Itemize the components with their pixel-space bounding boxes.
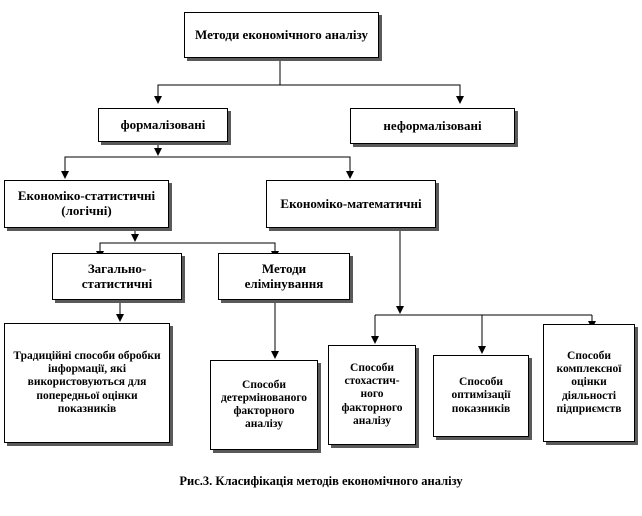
optimization-label: Способи оптимізації показників — [451, 376, 511, 415]
elimination-label: Методи елімінування — [244, 260, 324, 291]
arrow-econstat-general — [96, 242, 135, 259]
econ-stat-box: Економіко-статистичні (логічні) — [4, 180, 169, 228]
figure-caption: Рис.3. Класифікація методів економічного… — [179, 474, 463, 488]
root-label: Методи економічного аналізу — [195, 26, 368, 42]
traditional-label: Традиційні способи обробки інформації, я… — [13, 349, 161, 415]
optimization-box: Способи оптимізації показників — [433, 355, 529, 437]
arrow-formalized-econmath — [158, 156, 354, 179]
deterministic-label: Способи детермінованого факторного аналі… — [220, 378, 308, 431]
complex-label: Способи комплексної оцінки діяльності пі… — [556, 349, 622, 415]
stochastic-label: Способи стохастич-ного факторного аналіз… — [341, 361, 403, 427]
root-box: Методи економічного аналізу — [184, 12, 379, 58]
complex-box: Способи комплексної оцінки діяльності пі… — [543, 324, 635, 442]
formalized-label: формалізовані — [120, 116, 206, 132]
econ-math-box: Економіко-математичні — [266, 180, 436, 228]
arrow-root-nonformalized — [280, 84, 464, 104]
nonformalized-label: неформалізовані — [383, 117, 482, 133]
traditional-box: Традиційні способи обробки інформації, я… — [4, 323, 170, 443]
formalized-box: формалізовані — [98, 108, 228, 142]
econ-math-label: Економіко-математичні — [280, 195, 422, 211]
deterministic-box: Способи детермінованого факторного аналі… — [210, 360, 318, 450]
arrow-econstat-elimination — [135, 242, 279, 259]
econ-stat-label: Економіко-статистичні (логічні) — [17, 188, 156, 218]
general-stat-box: Загально-статистичні — [52, 253, 182, 300]
stochastic-box: Способи стохастич-ного факторного аналіз… — [328, 345, 416, 445]
elimination-box: Методи елімінування — [218, 253, 350, 300]
arrow-formalized-econstat — [61, 156, 158, 179]
nonformalized-box: неформалізовані — [350, 108, 515, 144]
general-stat-label: Загально-статистичні — [81, 260, 153, 291]
arrow-root-formalized — [154, 60, 281, 104]
